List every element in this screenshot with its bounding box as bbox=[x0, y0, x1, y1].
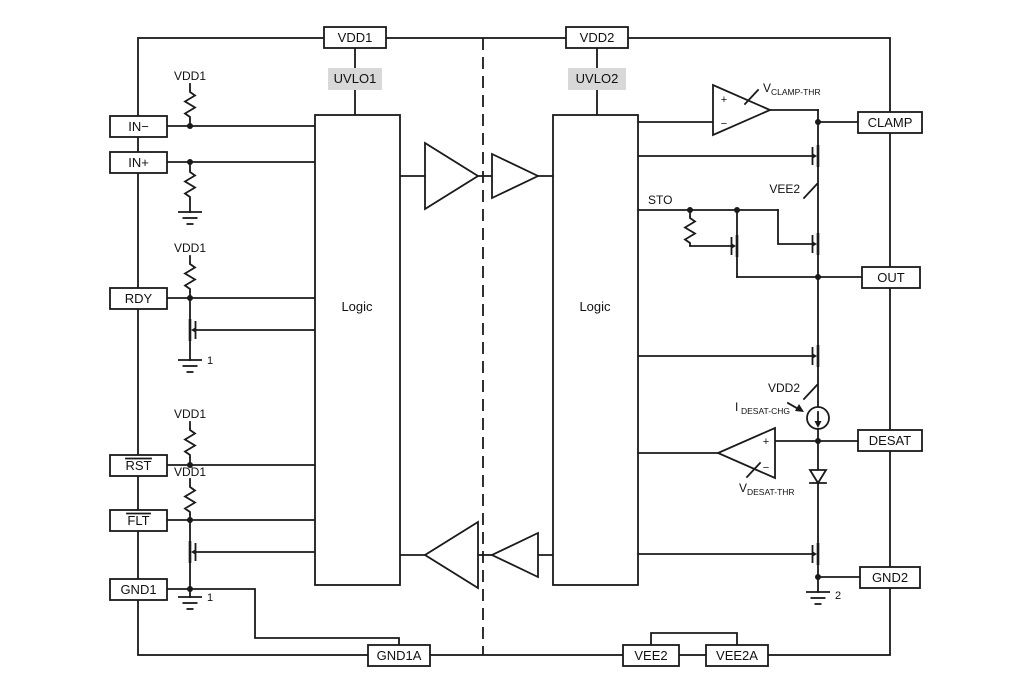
wire-pulldown-gate bbox=[777, 209, 813, 245]
uvlo1-block bbox=[328, 68, 382, 90]
desat-discharge-mosfet bbox=[811, 541, 820, 567]
pin-vdd1-label: VDD1 bbox=[338, 30, 373, 45]
pin-clamp bbox=[857, 111, 923, 134]
pin-gnd1 bbox=[109, 578, 168, 601]
pin-flt bbox=[109, 509, 168, 532]
threshold-tick bbox=[745, 461, 762, 479]
sto-label: STO bbox=[648, 193, 672, 207]
rdy-pulldown-mosfet bbox=[188, 317, 197, 343]
clamp-comparator bbox=[712, 83, 773, 137]
pin-vdd1 bbox=[323, 26, 387, 49]
pin-flt-label: FLT bbox=[127, 513, 149, 528]
rail-label-vdd1: VDD1 bbox=[174, 407, 206, 421]
desat-diode bbox=[808, 469, 828, 485]
uvlo2-block bbox=[568, 68, 626, 90]
pin-in-plus-label: IN+ bbox=[128, 155, 149, 170]
logic-left-label: Logic bbox=[341, 299, 373, 314]
v-clamp-thr-subscript: CLAMP-THR bbox=[771, 87, 821, 97]
pin-gnd2 bbox=[859, 566, 921, 589]
threshold-tick bbox=[743, 88, 760, 106]
rail-label-vdd1: VDD1 bbox=[174, 465, 206, 479]
comparator-minus-sign: − bbox=[721, 118, 727, 130]
pin-gnd1a-label: GND1A bbox=[377, 648, 422, 663]
pin-rdy bbox=[109, 287, 168, 310]
rx-buffer-large bbox=[423, 520, 479, 590]
pin-gnd2-label: GND2 bbox=[872, 570, 908, 585]
pin-clamp-label: CLAMP bbox=[868, 115, 913, 130]
rail-tick bbox=[802, 182, 819, 200]
sto-gate-resistor bbox=[684, 215, 696, 247]
in-plus-pulldown-resistor bbox=[184, 169, 196, 201]
pin-vdd2 bbox=[565, 26, 629, 49]
pin-vee2a-label: VEE2A bbox=[716, 648, 758, 663]
pin-vee2-label: VEE2 bbox=[634, 648, 667, 663]
ground-symbol bbox=[805, 591, 831, 605]
chip-outline bbox=[137, 37, 891, 656]
pin-gnd1-label: GND1 bbox=[120, 582, 156, 597]
pin-desat-label: DESAT bbox=[869, 433, 911, 448]
current-source-arrowhead bbox=[814, 421, 822, 428]
pin-gnd1a bbox=[367, 644, 431, 667]
out-pullup-mosfet bbox=[811, 343, 820, 369]
pin-vdd2-label: VDD2 bbox=[580, 30, 615, 45]
out-pulldown-mosfet bbox=[811, 231, 820, 257]
pin-vee2a bbox=[705, 644, 769, 667]
comparator-minus-sign: − bbox=[763, 462, 769, 474]
rail-label-vdd1: VDD1 bbox=[174, 241, 206, 255]
desat-comparator bbox=[715, 426, 776, 480]
pin-in-plus bbox=[109, 151, 168, 174]
rail-label-vdd1: VDD1 bbox=[174, 69, 206, 83]
uvlo1-label: UVLO1 bbox=[334, 71, 377, 86]
pin-in-minus bbox=[109, 115, 168, 138]
comparator-plus-sign: + bbox=[721, 94, 727, 106]
rst-pullup-resistor bbox=[184, 427, 196, 459]
rdy-pullup-resistor bbox=[184, 261, 196, 293]
ground-symbol bbox=[177, 596, 203, 610]
ground-symbol bbox=[177, 211, 203, 225]
rail-label-vdd2: VDD2 bbox=[768, 381, 800, 395]
rx-buffer-small bbox=[489, 531, 539, 579]
logic-right-block bbox=[552, 114, 639, 586]
pin-rst-label: RST bbox=[126, 458, 152, 473]
ground-symbol bbox=[177, 359, 203, 373]
pin-vee2 bbox=[622, 644, 680, 667]
pin-rdy-label: RDY bbox=[125, 291, 153, 306]
pin-out bbox=[861, 266, 921, 289]
sto-mosfet bbox=[730, 233, 739, 259]
v-desat-thr-subscript: DESAT-THR bbox=[747, 487, 795, 497]
wire-vee2-bracket bbox=[650, 632, 738, 646]
v-clamp-thr-label: V bbox=[763, 81, 771, 95]
logic-left-block bbox=[314, 114, 401, 586]
pin-in-minus-label: IN− bbox=[128, 119, 149, 134]
junction-dot bbox=[815, 438, 821, 444]
logic-right-label: Logic bbox=[579, 299, 611, 314]
i-desat-chg-label: I bbox=[735, 400, 738, 414]
comparator-plus-sign: + bbox=[763, 436, 769, 448]
ground-ref-label: 1 bbox=[207, 592, 213, 604]
pointer-arrowhead bbox=[795, 404, 804, 412]
v-desat-thr-label: V bbox=[739, 481, 747, 495]
rail-label-vee2: VEE2 bbox=[769, 182, 800, 196]
flt-pulldown-mosfet bbox=[188, 539, 197, 565]
uvlo2-label: UVLO2 bbox=[576, 71, 619, 86]
clamp-mosfet bbox=[811, 143, 820, 169]
tx-buffer-small bbox=[491, 152, 541, 200]
i-desat-chg-subscript: DESAT-CHG bbox=[741, 406, 790, 416]
flt-pullup-resistor bbox=[184, 484, 196, 516]
rail-tick bbox=[802, 383, 819, 401]
ground-ref-label: 1 bbox=[207, 355, 213, 367]
ground-ref-label: 2 bbox=[835, 590, 841, 602]
pin-rst bbox=[109, 454, 168, 477]
junction-dot bbox=[187, 123, 193, 129]
in-minus-pullup-resistor bbox=[184, 89, 196, 121]
pin-desat bbox=[857, 429, 923, 452]
tx-buffer-large bbox=[424, 141, 480, 211]
pin-out-label: OUT bbox=[877, 270, 905, 285]
wire-gnd1-to-gnd1a bbox=[166, 588, 400, 646]
